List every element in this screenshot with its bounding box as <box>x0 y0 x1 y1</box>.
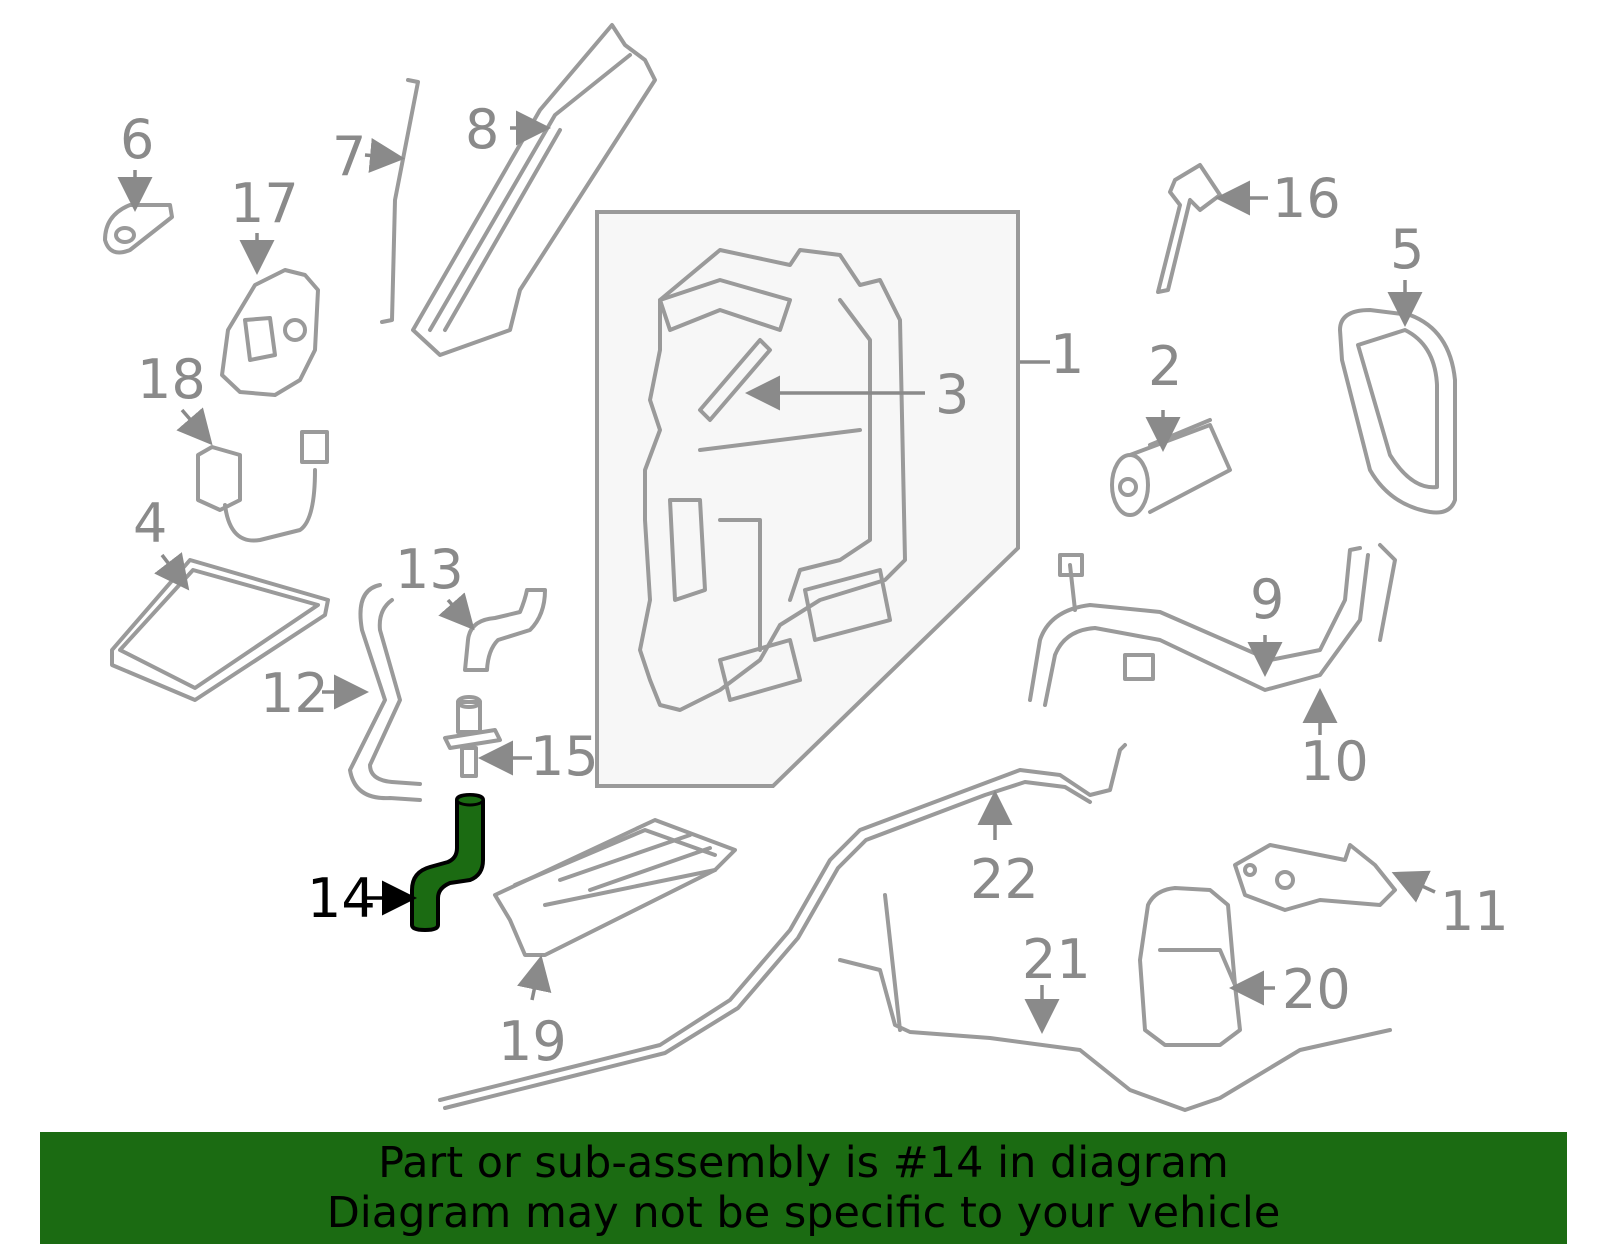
banner-line-1: Part or sub-assembly is #14 in diagram <box>378 1138 1229 1188</box>
info-banner: Part or sub-assembly is #14 in diagram D… <box>40 1132 1567 1244</box>
leader-lines <box>117 110 1436 1034</box>
control-rod <box>380 78 420 324</box>
callout-1: 1 <box>1050 323 1084 386</box>
callout-5: 5 <box>1390 218 1424 281</box>
small-bracket <box>103 203 174 255</box>
tube-line-21 <box>838 893 1392 1112</box>
duct-housing <box>1138 886 1242 1047</box>
callout-9: 9 <box>1250 568 1284 631</box>
callout-16: 16 <box>1272 167 1341 230</box>
callout-19: 19 <box>498 1010 567 1073</box>
callout-13: 13 <box>395 538 464 601</box>
callout-2: 2 <box>1148 335 1182 398</box>
callout-21: 21 <box>1022 928 1091 991</box>
callout-10: 10 <box>1300 730 1369 793</box>
callout-6: 6 <box>120 108 154 171</box>
hose-fitting <box>443 695 502 778</box>
tube-line-22 <box>438 743 1127 1110</box>
heater-hose-13 <box>463 588 547 672</box>
air-duct <box>411 23 657 357</box>
mounting-bracket <box>1233 843 1397 912</box>
callout-18: 18 <box>137 348 206 411</box>
highlighted-hose-14 <box>410 793 485 932</box>
gasket-seal <box>1338 308 1457 515</box>
heater-hose-12 <box>348 583 422 802</box>
actuator-motor <box>220 268 320 397</box>
callout-3: 3 <box>935 363 969 426</box>
callout-11: 11 <box>1440 880 1509 943</box>
callout-17: 17 <box>230 172 299 235</box>
blower-motor <box>1110 418 1232 517</box>
callout-22: 22 <box>970 848 1039 911</box>
cabin-air-filter <box>110 558 330 702</box>
refrigerant-lines <box>1028 543 1397 707</box>
callout-8: 8 <box>465 98 499 161</box>
banner-line-2: Diagram may not be specific to your vehi… <box>326 1188 1281 1238</box>
air-vent <box>493 818 737 957</box>
callout-12: 12 <box>260 662 329 725</box>
callout-4: 4 <box>133 492 167 555</box>
temperature-sensor <box>1156 163 1222 294</box>
hvac-housing-assembly <box>595 210 1020 788</box>
callout-7: 7 <box>332 125 366 188</box>
wiring-harness-connector <box>196 430 329 543</box>
callout-15: 15 <box>530 725 599 788</box>
callout-14: 14 <box>307 867 376 930</box>
callout-20: 20 <box>1282 958 1351 1021</box>
